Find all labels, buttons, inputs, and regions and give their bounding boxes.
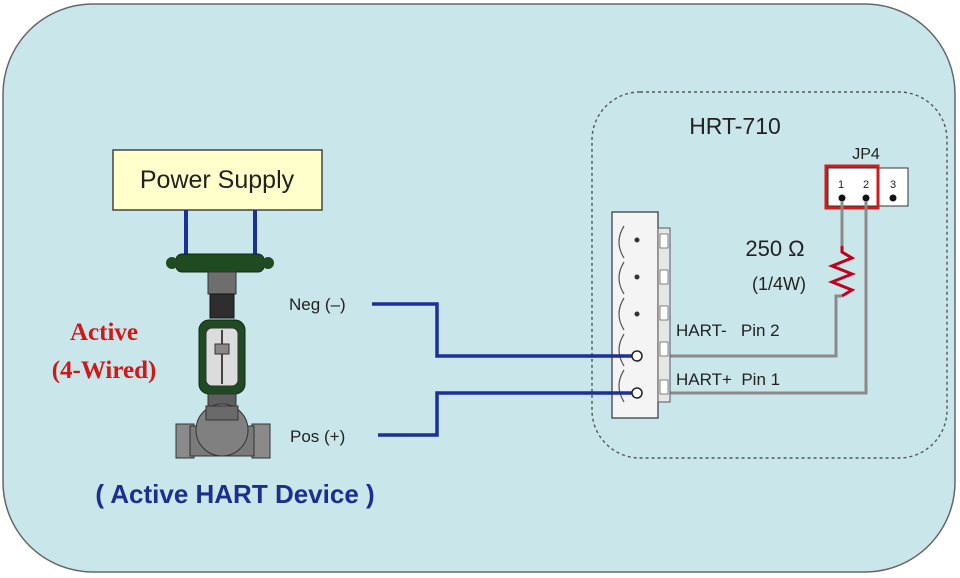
hart-minus-label: HART- Pin 2: [676, 321, 780, 340]
jumper-pin-1-label: 1: [838, 179, 844, 191]
terminal-hart-plus: [631, 387, 643, 399]
jumper-label: JP4: [852, 146, 880, 163]
jumper-pin-2-label: 2: [863, 179, 869, 191]
power-supply-box: [112, 149, 323, 211]
module-boundary: [591, 91, 948, 459]
wire-pos: [378, 391, 637, 437]
neg-wire-label: Neg (–): [289, 295, 346, 314]
terminal-hart-minus: [631, 350, 643, 362]
device-mode-line1: Active: [70, 319, 138, 346]
resistor-icon: [827, 246, 857, 298]
terminal-block: [611, 211, 671, 419]
power-supply-label: Power Supply: [140, 166, 295, 194]
resistor-value: 250 Ω: [745, 236, 804, 261]
device-mode-line2: (4-Wired): [52, 357, 157, 384]
pos-wire-label: Pos (+): [290, 427, 345, 446]
resistor-rating: (1/4W): [752, 274, 806, 294]
jumper-pin-2: [862, 194, 870, 202]
jumper-pin-3-label: 3: [890, 179, 896, 191]
wire-neg: [372, 302, 637, 358]
hart-device-icon: [166, 253, 274, 459]
jumper-pin-1: [838, 194, 846, 202]
hart-plus-label: HART+ Pin 1: [676, 370, 780, 389]
jumper-cap-highlight: [824, 164, 880, 210]
jumper-pin-3: [889, 194, 897, 202]
wire-pin1-to-hart-plus: [637, 201, 868, 395]
device-caption: ( Active HART Device ): [95, 479, 374, 509]
wire-resistor-to-hart-minus: [637, 294, 842, 358]
module-title: HRT-710: [689, 113, 781, 139]
